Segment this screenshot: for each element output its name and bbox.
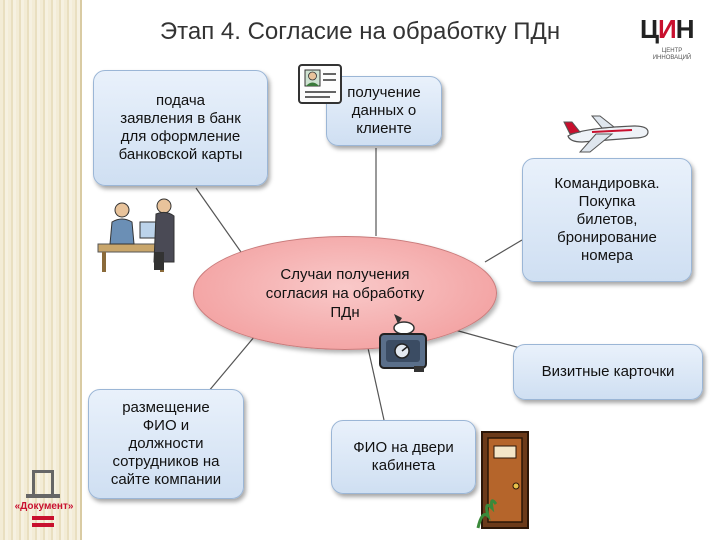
logo-letters: ЦИН (640, 14, 695, 45)
doc-letter-shape (32, 470, 54, 496)
doc-logo-text: «Документ» (14, 501, 74, 512)
line-bank (195, 187, 249, 263)
logo-letter-1: Ц (640, 14, 659, 44)
line-trip (484, 239, 523, 263)
line-cards (454, 329, 521, 349)
doc-bar (32, 516, 54, 520)
stripe-edge (80, 0, 82, 540)
logo-subtitle: ЦЕНТР ИННОВАЦИЙ (652, 48, 692, 61)
page-title: Этап 4. Согласие на обработку ПДн (159, 18, 561, 45)
node-business-trip: Командировка. Покупка билетов, бронирова… (522, 158, 692, 282)
logo-letter-2: И (658, 14, 677, 44)
safe-icon (379, 314, 427, 372)
node-business-cards: Визитные карточки (513, 344, 703, 400)
line-site (207, 329, 261, 393)
node-door-name: ФИО на двери кабинета (331, 420, 476, 494)
center-ellipse: Случаи получения согласия на обработку П… (193, 236, 497, 350)
doc-bar (32, 523, 54, 527)
door-icon (476, 431, 529, 529)
node-employees-site: размещение ФИО и должности сотрудников н… (88, 389, 244, 499)
office-workers-icon (97, 198, 175, 272)
node-client-data: получение данных о клиенте (326, 76, 442, 146)
id-card-icon (298, 64, 342, 104)
airplane-icon (563, 115, 649, 153)
line-door (367, 347, 385, 421)
doc-letter-base (26, 494, 60, 498)
decorative-stripe (0, 0, 80, 540)
node-bank-card: подача заявления в банк для оформление б… (93, 70, 268, 186)
logo-letter-3: Н (675, 14, 695, 44)
company-logo: ЦИН ЦЕНТР ИННОВАЦИЙ (640, 14, 704, 64)
document-logo-icon: «Документ» (6, 470, 82, 530)
